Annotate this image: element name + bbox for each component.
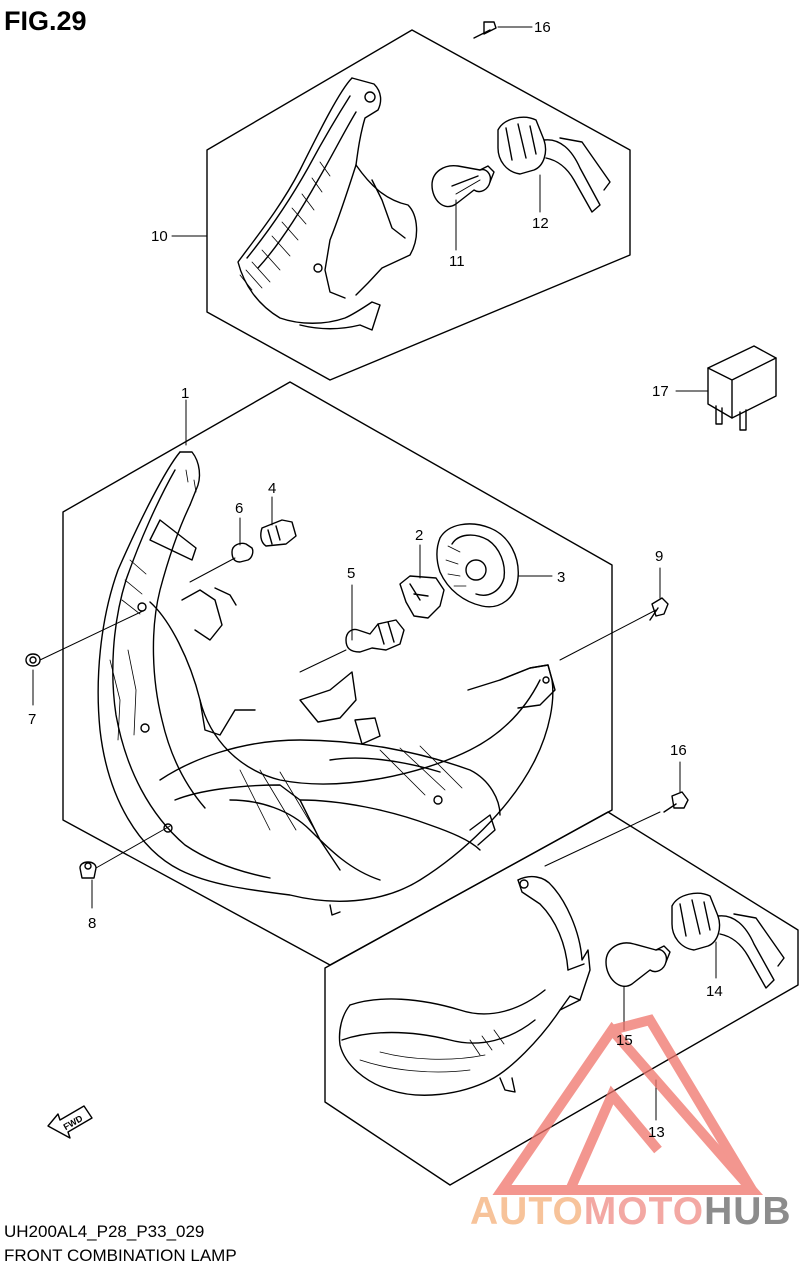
bulb-headlight [345, 619, 405, 653]
callout-3: 3 [557, 569, 565, 586]
watermark-text-hub: HUB [704, 1190, 792, 1233]
callout-15: 15 [616, 1032, 633, 1049]
socket-lower [671, 892, 785, 989]
screw-lower [663, 791, 689, 813]
bulb-position [231, 542, 254, 563]
callout-12: 12 [532, 215, 549, 232]
screw-right [649, 597, 669, 621]
frame-turn-signal-upper [206, 29, 631, 381]
figure-title: FIG.29 [4, 6, 87, 36]
figure-name: FRONT COMBINATION LAMP [4, 1246, 237, 1265]
turn-signal-lens-lower [338, 875, 591, 1096]
frame-turn-signal-lower [324, 811, 799, 1186]
relay [707, 345, 777, 431]
turn-signal-lens-upper [237, 77, 418, 331]
watermark-text-moto: MOTO [583, 1190, 705, 1233]
bulb-lower [605, 942, 671, 987]
callout-16-right: 16 [670, 742, 687, 759]
callout-17: 17 [652, 383, 669, 400]
watermark-logo [492, 1014, 764, 1195]
socket-position [260, 519, 297, 547]
callout-13: 13 [648, 1124, 665, 1141]
screw-bottom [79, 861, 97, 879]
callout-5: 5 [347, 565, 355, 582]
leader-lines [32, 26, 717, 1121]
callout-7: 7 [28, 711, 36, 728]
callout-11: 11 [449, 253, 465, 270]
callout-6: 6 [235, 500, 243, 517]
bulb-upper [431, 165, 495, 208]
callout-1: 1 [181, 385, 189, 402]
forward-arrow-icon [47, 1105, 93, 1139]
dust-cover [436, 523, 519, 608]
screw-left [25, 653, 41, 667]
callout-9: 9 [655, 548, 663, 565]
callout-16-top: 16 [534, 19, 551, 36]
drawing-code: UH200AL4_P28_P33_029 [4, 1222, 205, 1241]
headlamp-housing [97, 451, 556, 916]
watermark-text-auto: AUTO [470, 1190, 584, 1233]
callout-4: 4 [268, 480, 276, 497]
callout-10: 10 [151, 228, 168, 245]
bulb-holder [399, 575, 445, 619]
callout-2: 2 [415, 527, 423, 544]
callout-14: 14 [706, 983, 723, 1000]
screw-upper [473, 21, 497, 39]
callout-8: 8 [88, 915, 96, 932]
socket-upper [497, 116, 611, 213]
frame-headlamp [62, 381, 613, 966]
watermark-text: AUTOMOTOHUB [470, 1190, 792, 1234]
